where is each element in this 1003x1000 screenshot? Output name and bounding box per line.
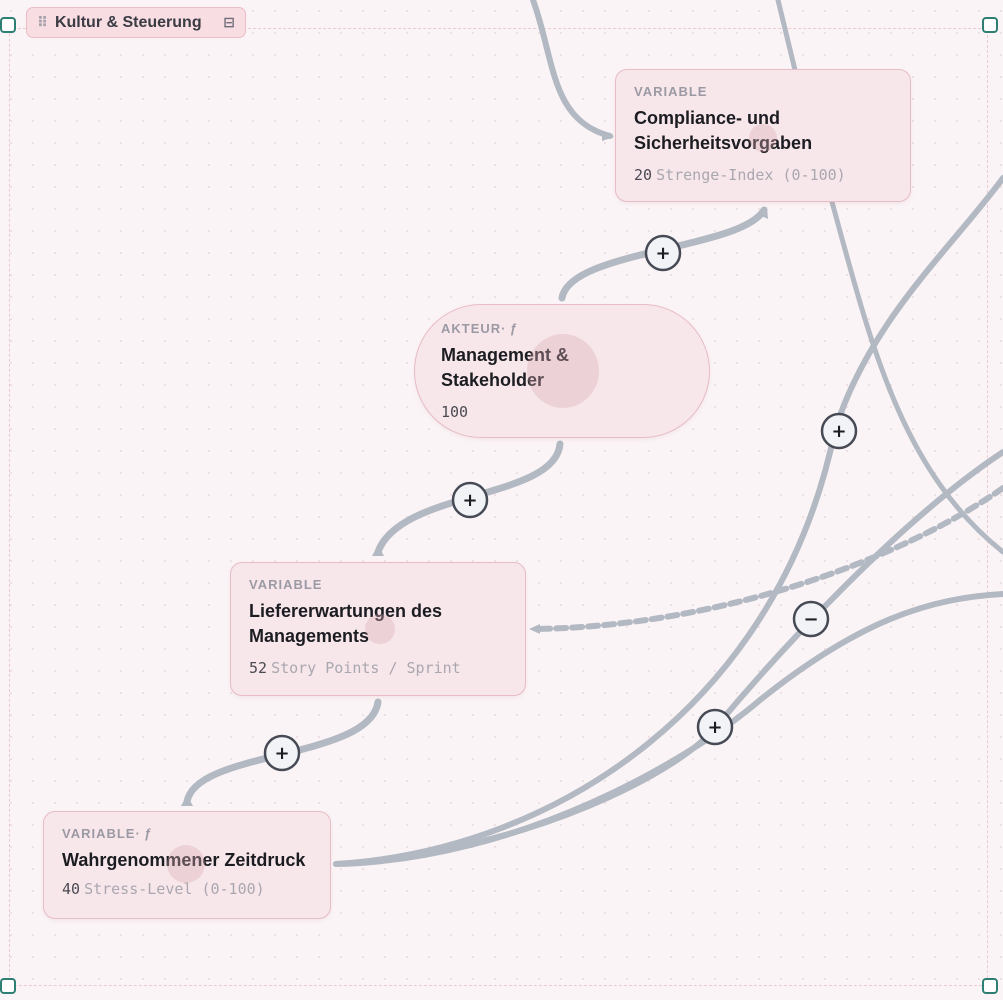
- svg-text:+: +: [462, 490, 477, 511]
- edge-incoming-top[interactable]: [775, 0, 798, 73]
- edge-incoming-top-left[interactable]: [530, 0, 613, 139]
- group-title: Kultur & Steuerung: [54, 13, 202, 31]
- drag-handle-icon[interactable]: ⠿: [37, 14, 48, 30]
- node-value: 52: [249, 659, 268, 677]
- polarity-badge-e6[interactable]: +: [696, 708, 734, 746]
- group-label[interactable]: ⠿ Kultur & Steuerung ⊟: [26, 7, 246, 38]
- node-management[interactable]: AKTEUR·ƒ Management & Stakeholder 100: [414, 304, 710, 438]
- node-value: 20: [634, 166, 653, 184]
- node-unit: Story Points / Sprint: [271, 659, 461, 677]
- group-frame: [9, 28, 988, 986]
- resize-handle-bottom-right[interactable]: [982, 978, 998, 994]
- polarity-badge-e4[interactable]: +: [820, 412, 858, 450]
- svg-text:−: −: [803, 609, 818, 630]
- svg-text:+: +: [274, 743, 289, 764]
- node-kind: VARIABLE: [634, 84, 708, 99]
- edge-zeitdruck-topright[interactable]: [333, 175, 1003, 867]
- node-liefer[interactable]: VARIABLE Liefererwartungen des Managemen…: [230, 562, 526, 696]
- resize-handle-bottom-left[interactable]: [0, 978, 16, 994]
- node-title: Compliance- und Sicherheitsvorgaben: [634, 108, 813, 153]
- node-title: Liefererwartungen des Managements: [249, 601, 443, 646]
- svg-text:+: +: [831, 421, 846, 442]
- collapse-icon[interactable]: ⊟: [223, 14, 235, 30]
- node-unit: Strenge-Index (0-100): [656, 166, 846, 184]
- node-unit: Stress-Level (0-100): [84, 880, 265, 898]
- resize-handle-top-left[interactable]: [0, 17, 16, 33]
- node-kind: VARIABLE·ƒ: [62, 826, 153, 841]
- node-compliance[interactable]: VARIABLE Compliance- und Sicherheitsvorg…: [615, 69, 911, 202]
- node-value: 100: [441, 403, 469, 421]
- node-value: 40: [62, 880, 81, 898]
- svg-text:+: +: [655, 243, 670, 264]
- svg-text:+: +: [707, 717, 722, 738]
- node-title: Wahrgenommener Zeitdruck: [62, 850, 306, 870]
- node-title: Management & Stakeholder: [441, 345, 570, 390]
- function-icon: ƒ: [509, 321, 518, 336]
- resize-handle-top-right[interactable]: [982, 17, 998, 33]
- polarity-badge-e5[interactable]: −: [792, 600, 830, 638]
- edge-dashed-liefer[interactable]: [533, 485, 1003, 632]
- edge-compliance-right[interactable]: [829, 199, 1003, 555]
- node-kind: AKTEUR·ƒ: [441, 321, 518, 336]
- function-icon: ƒ: [143, 826, 153, 841]
- node-meta: 100: [441, 403, 683, 421]
- polarity-badge-e2[interactable]: +: [451, 481, 489, 519]
- polarity-badge-e3[interactable]: +: [263, 734, 301, 772]
- node-kind: VARIABLE: [249, 577, 323, 592]
- polarity-badge-e1[interactable]: +: [644, 234, 682, 272]
